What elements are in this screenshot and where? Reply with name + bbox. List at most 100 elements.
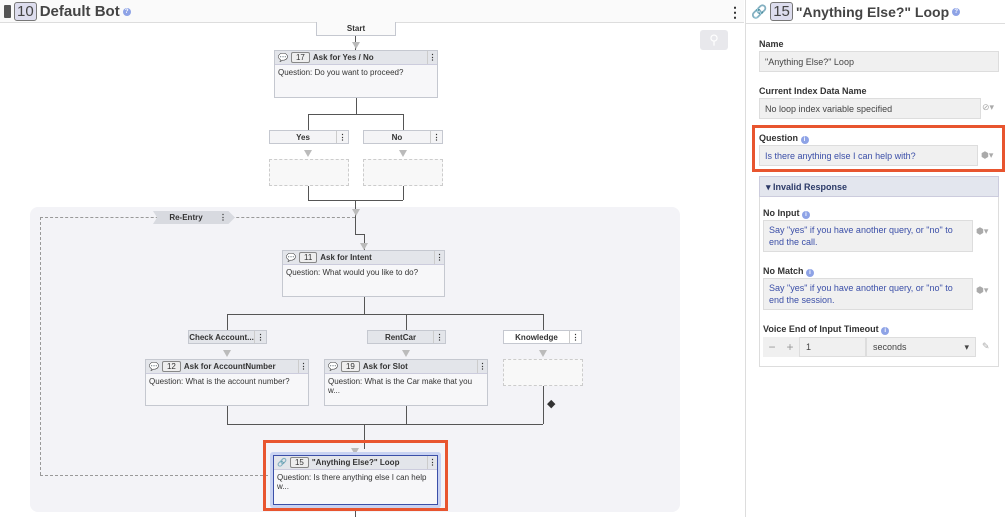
increment-button[interactable]: + — [781, 337, 799, 357]
bot-icon — [4, 5, 11, 18]
no-input-label: No Input i — [763, 208, 811, 219]
chevron-down-icon: ▾ — [964, 342, 969, 352]
chat-icon: 💬 — [286, 253, 296, 262]
edit-pencil-icon[interactable]: ✎ — [982, 341, 990, 351]
no-match-label-text: No Match — [763, 266, 804, 276]
branch-knowledge[interactable]: Knowledge ⋮ — [503, 330, 582, 344]
start-node[interactable]: Start — [316, 22, 396, 36]
flow-node-15[interactable]: 🔗15"Anything Else?" Loop ⋮ Question: Is t… — [273, 455, 438, 505]
branch-label: Knowledge — [515, 332, 558, 342]
loop-link-icon: 🔗 — [751, 3, 768, 19]
index-label: Current Index Data Name — [759, 86, 867, 96]
branch-yes[interactable]: Yes ⋮ — [269, 130, 349, 144]
node-menu-icon[interactable]: ⋮ — [427, 51, 437, 64]
name-input[interactable]: "Anything Else?" Loop — [759, 51, 999, 72]
node-question: Question: What would you like to do? — [286, 268, 419, 277]
question-input[interactable]: Is there anything else I can help with? — [759, 145, 978, 166]
node-id: 15 — [289, 457, 309, 468]
info-icon[interactable]: i — [806, 269, 815, 277]
info-icon[interactable]: i — [800, 136, 809, 144]
no-match-label: No Match i — [763, 266, 815, 277]
more-options-icon[interactable]: ⋮ — [728, 4, 742, 20]
move-cursor-icon: ◆ — [547, 398, 556, 410]
branch-label: No — [391, 132, 403, 142]
info-icon[interactable]: i — [802, 211, 811, 219]
empty-drop-zone[interactable] — [269, 159, 349, 186]
reentry-label: Re-Entry — [169, 213, 203, 222]
node-title: Ask for AccountNumber — [183, 362, 276, 371]
bot-header: 10 Default Bot ? ⋮ — [0, 0, 744, 23]
node-id: 12 — [161, 361, 181, 372]
bot-title: 10 Default Bot ? — [4, 2, 131, 21]
question-label: Question i — [759, 133, 809, 144]
branch-label: RentCar — [384, 332, 417, 342]
node-title: "Anything Else?" Loop — [311, 458, 400, 467]
empty-drop-zone[interactable] — [363, 159, 443, 186]
node-menu-icon[interactable]: ⋮ — [298, 360, 308, 373]
node-question: Question: Is there anything else I can h… — [277, 473, 427, 491]
info-icon[interactable]: ? — [952, 7, 961, 16]
node-id: 17 — [290, 52, 310, 63]
panel-node-title: "Anything Else?" Loop — [795, 3, 950, 20]
search-icon[interactable]: ⚲ — [700, 30, 728, 50]
branch-rentcar[interactable]: RentCar ⋮ — [367, 330, 446, 344]
bot-id-badge: 10 — [14, 2, 37, 21]
node-id: 19 — [340, 361, 360, 372]
timeout-input[interactable]: 1 — [799, 337, 866, 357]
prompt-type-icon[interactable]: ⬢▾ — [981, 150, 994, 160]
node-menu-icon[interactable]: ⋮ — [434, 251, 444, 264]
chat-icon: 💬 — [328, 362, 338, 371]
panel-title: 🔗 15 "Anything Else?" Loop ? — [751, 2, 961, 21]
node-title: Ask for Yes / No — [312, 53, 374, 62]
reentry-tab[interactable]: Re-Entry ⋮ — [153, 211, 235, 224]
info-icon[interactable]: ? — [122, 7, 131, 16]
no-match-textarea[interactable]: Say "yes" if you have another query, or … — [763, 278, 973, 310]
question-highlight — [752, 125, 1005, 172]
no-input-textarea[interactable]: Say "yes" if you have another query, or … — [763, 220, 973, 252]
node-question: Question: What is the account number? — [149, 377, 290, 386]
timeout-unit-select[interactable]: seconds ▾ — [866, 337, 976, 357]
bot-name: Default Bot — [39, 3, 120, 20]
invalid-response-section-toggle[interactable]: ▾ Invalid Response — [759, 176, 999, 197]
prompt-type-icon[interactable]: ⬢▾ — [976, 285, 989, 295]
loop-link-icon: 🔗 — [277, 458, 287, 467]
timeout-label-text: Voice End of Input Timeout — [763, 324, 879, 334]
selected-node-highlight — [263, 440, 448, 511]
node-menu-icon[interactable]: ⋮ — [477, 360, 487, 373]
branch-label: Check Account... — [189, 332, 254, 342]
reentry-menu-icon[interactable]: ⋮ — [219, 213, 227, 222]
branch-menu-icon[interactable]: ⋮ — [433, 331, 445, 343]
prompt-type-icon[interactable]: ⬢▾ — [976, 226, 989, 236]
start-label: Start — [346, 24, 366, 33]
empty-drop-zone[interactable] — [503, 359, 583, 386]
node-menu-icon[interactable]: ⋮ — [427, 456, 437, 469]
branch-menu-icon[interactable]: ⋮ — [430, 131, 442, 143]
node-title: Ask for Intent — [320, 253, 372, 262]
timeout-unit-value: seconds — [873, 342, 907, 352]
info-icon[interactable]: i — [881, 327, 890, 335]
invalid-response-label: Invalid Response — [773, 182, 848, 192]
decrement-button[interactable]: − — [763, 337, 781, 357]
index-input[interactable]: No loop index variable specified — [759, 98, 981, 119]
branch-menu-icon[interactable]: ⋮ — [336, 131, 348, 143]
chat-icon: 💬 — [149, 362, 159, 371]
branch-menu-icon[interactable]: ⋮ — [569, 331, 581, 343]
node-question: Question: Do you want to proceed? — [278, 68, 404, 77]
clear-variable-icon[interactable]: ⊘▾ — [982, 102, 995, 112]
node-title: Ask for Slot — [362, 362, 408, 371]
branch-check-account[interactable]: Check Account...⋮ — [188, 330, 267, 344]
branch-menu-icon[interactable]: ⋮ — [254, 331, 266, 343]
properties-panel: 🔗 15 "Anything Else?" Loop ? Name "Anyth… — [745, 0, 1005, 517]
no-input-label-text: No Input — [763, 208, 800, 218]
panel-node-id: 15 — [770, 2, 793, 21]
name-label: Name — [759, 39, 784, 49]
node-id: 11 — [298, 252, 318, 263]
node-question: Question: What is the Car make that you … — [328, 377, 473, 395]
question-label-text: Question — [759, 133, 799, 143]
branch-label: Yes — [296, 132, 310, 142]
branch-no[interactable]: No ⋮ — [363, 130, 443, 144]
